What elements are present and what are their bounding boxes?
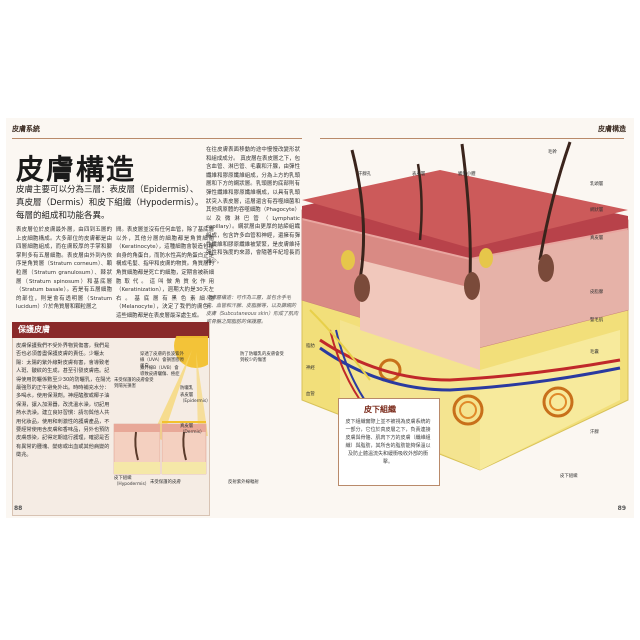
caption-reflect-uv: 反射紫外線輻射 xyxy=(228,480,259,485)
sun-illustration xyxy=(113,336,208,475)
label-sunscreen: 防曬乳 xyxy=(180,386,194,391)
label-hypodermis-small: 皮下組織（Hypodermis） xyxy=(114,476,150,487)
section-header-right: 皮膚構造 xyxy=(598,125,626,133)
protect-skin-title: 保護皮膚 xyxy=(12,322,209,338)
label-protected: 防了防曬乳的皮膚會受到較少的傷害 xyxy=(240,352,284,363)
page-title: 皮膚構造 xyxy=(16,153,137,186)
diagram-caption: 皮膚層構造：可作為三層，並包含手毛囊、血管和汗腺、皮脂腺等，以及篩網的皮膚（Su… xyxy=(206,295,299,325)
header-rule-left xyxy=(12,138,302,139)
diagram-label-arrector: 豎毛肌 xyxy=(590,318,604,323)
diagram-label-follicle: 毛囊 xyxy=(590,350,599,355)
body-column-3: 在往皮膚表面移動的途中慢慢改變形狀和組成成分。 真皮層在表皮層之下，包含血管、淋… xyxy=(206,147,300,265)
caption-unprotected-skin: 未受保護的皮膚 xyxy=(150,480,181,485)
page-number-left: 88 xyxy=(14,505,23,512)
diagram-label-reticular: 網狀層 xyxy=(590,208,604,213)
subcutaneous-title: 皮下組織 xyxy=(364,405,396,414)
body-column-1: 表皮層位於皮膚最外層，由四到五層的上皮細胞構成。大多部位的皮膚都是由四層細胞組成… xyxy=(16,227,112,311)
diagram-label-papilla: 乳頭層 xyxy=(590,182,604,187)
skin-cross-section-diagram xyxy=(301,141,629,471)
label-uva: 穿透了皮膚的長波紫外線（UVA）會損害膠原蛋白 xyxy=(140,352,185,369)
diagram-label-pore: 汗腺孔 xyxy=(358,172,372,177)
body-column-2: 間。表皮層並沒有任何血管，除了基底層以外，其他分層的細胞都是角質細胞（Kerat… xyxy=(116,227,214,319)
diagram-label-sebaceous: 皮脂腺 xyxy=(590,290,604,295)
diagram-label-dermis: 真皮層 xyxy=(590,236,604,241)
page-number-right: 89 xyxy=(617,505,626,512)
diagram-label-corpuscle: 觸覺小體 xyxy=(458,172,476,177)
diagram-label-subcut: 皮下組織 xyxy=(560,474,578,479)
label-dermis-small: 真皮層（Dermis） xyxy=(180,424,205,435)
subcutaneous-box xyxy=(338,398,440,486)
diagram-label-gland: 汗腺 xyxy=(590,430,599,435)
diagram-label-fat: 脂肪 xyxy=(306,344,315,349)
label-uvb: 紫外線B（UVB）會導致皮膚曬傷、癌症 xyxy=(140,366,180,377)
diagram-label-hair: 毛幹 xyxy=(548,150,557,155)
diagram-label-nerve: 神經 xyxy=(306,366,315,371)
subcutaneous-text: 皮下組織實際上並不被視為皮膚系統的一部分，它位於真皮層之下，負責連接皮膚與骨骼、… xyxy=(345,419,431,465)
label-unprotected: 未受保護的皮膚會受到陽光損害 xyxy=(114,378,154,389)
section-header-left: 皮膚系統 xyxy=(12,125,40,133)
protect-skin-text: 皮膚保護我們不受外界物質傷害，我們是否也必須善盡保護皮膚的責任。少曬太陽：太陽的… xyxy=(16,343,111,459)
header-rule-right xyxy=(320,138,624,139)
diagram-label-vessel: 血管 xyxy=(306,392,315,397)
diagram-label-epidermis: 表皮層 xyxy=(412,172,426,177)
label-epidermis-small: 表皮層（Epidermis） xyxy=(180,393,211,404)
intro-paragraph: 皮膚主要可以分為三層：表皮層（Epidermis）、真皮層（Dermis）和皮下… xyxy=(16,185,204,221)
